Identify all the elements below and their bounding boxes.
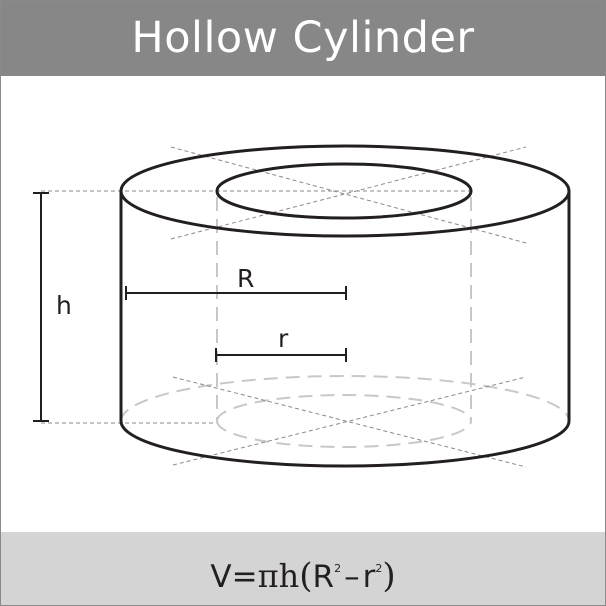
- bottom-inner-front-edge: [216, 420, 472, 448]
- title-text: Hollow Cylinder: [131, 13, 475, 63]
- cylinder-outline: [119, 144, 571, 468]
- bottom-inner-back-edge: [216, 394, 472, 422]
- bottom-outer-front-edge: [119, 420, 571, 468]
- height-label: h: [56, 291, 72, 320]
- top-diagonal-b: [170, 146, 527, 240]
- cylinder-diagram: h R r: [33, 144, 571, 468]
- formula-outer-radius: R: [312, 559, 335, 595]
- formula-minus: –: [344, 559, 360, 595]
- bottom-hidden-edges: [120, 375, 570, 448]
- formula-open-paren: (: [299, 556, 313, 596]
- bottom-diagonal-b: [172, 376, 527, 466]
- outer-radius-label: R: [237, 264, 254, 293]
- formula-pi: π: [257, 557, 279, 595]
- inner-radius-dimension: [215, 348, 347, 362]
- top-inner-ellipse: [215, 162, 473, 220]
- bottom-diagonal-a: [172, 376, 527, 468]
- formula-equals: =: [231, 559, 258, 595]
- formula-inner-exponent: 2: [375, 562, 383, 575]
- title-banner: Hollow Cylinder: [1, 1, 605, 76]
- formula-volume-symbol: V: [210, 559, 232, 595]
- reference-lines: [41, 146, 527, 468]
- outer-radius-dimension: [125, 286, 347, 300]
- inner-radius-label: r: [278, 324, 289, 353]
- formula-inner-radius: r: [362, 559, 376, 595]
- volume-formula: V=πh(R2–r2): [210, 556, 396, 596]
- formula-banner: V=πh(R2–r2): [1, 532, 605, 605]
- formula-close-paren: ): [382, 556, 396, 596]
- bottom-outer-back-edge: [120, 375, 570, 422]
- formula-height: h: [278, 557, 300, 595]
- height-dimension: [33, 192, 49, 422]
- formula-outer-exponent: 2: [334, 562, 342, 575]
- inner-hole-walls: [216, 197, 472, 421]
- top-diagonal-a: [170, 146, 527, 244]
